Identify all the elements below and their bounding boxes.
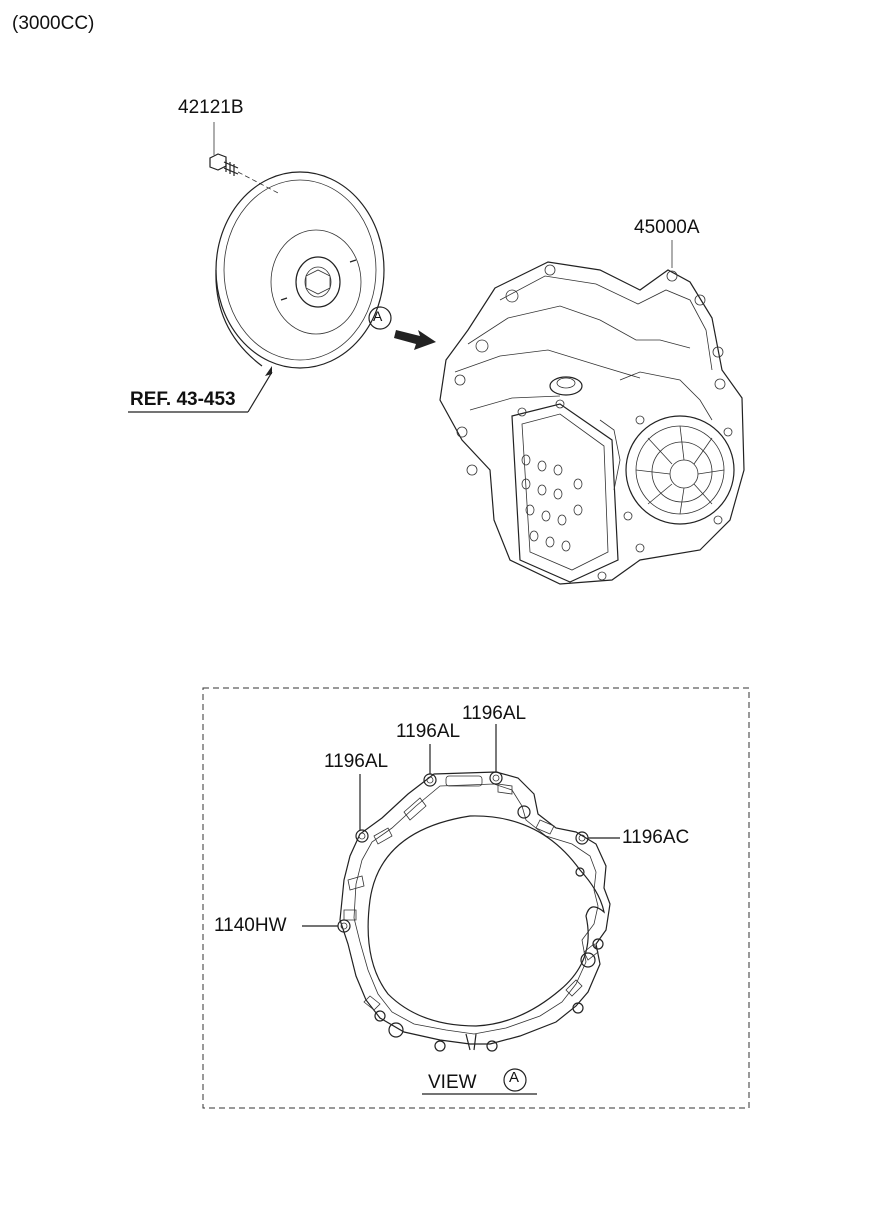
callout-1196al-top-middle[interactable]: 1196AL bbox=[396, 721, 461, 742]
variant-label: (3000CC) bbox=[12, 13, 95, 34]
part-number-transaxle[interactable]: 45000A bbox=[634, 217, 700, 238]
view-marker-letter: A bbox=[373, 308, 383, 324]
callout-leaders bbox=[302, 724, 620, 927]
bellhousing-gasket[interactable] bbox=[337, 771, 611, 1052]
ref-torque-converter[interactable]: REF. 43-453 bbox=[130, 389, 236, 410]
view-frame bbox=[202, 687, 750, 1109]
torque-converter-drawing[interactable] bbox=[215, 171, 385, 369]
view-title-letter: A bbox=[509, 1069, 520, 1086]
view-title: VIEW bbox=[428, 1072, 477, 1093]
callout-1196al-top-right[interactable]: 1196AL bbox=[462, 703, 527, 724]
view-marker bbox=[368, 306, 436, 350]
callout-1196ac[interactable]: 1196AC bbox=[622, 827, 690, 848]
ref-leader bbox=[128, 366, 273, 413]
callout-1196al-top-left[interactable]: 1196AL bbox=[324, 751, 389, 772]
part-number-bolt[interactable]: 42121B bbox=[178, 97, 244, 118]
view-letter-circle bbox=[503, 1068, 527, 1092]
callout-1140hw[interactable]: 1140HW bbox=[214, 915, 287, 936]
bolt-drawing[interactable] bbox=[209, 122, 281, 195]
transaxle-drawing[interactable] bbox=[439, 240, 745, 585]
